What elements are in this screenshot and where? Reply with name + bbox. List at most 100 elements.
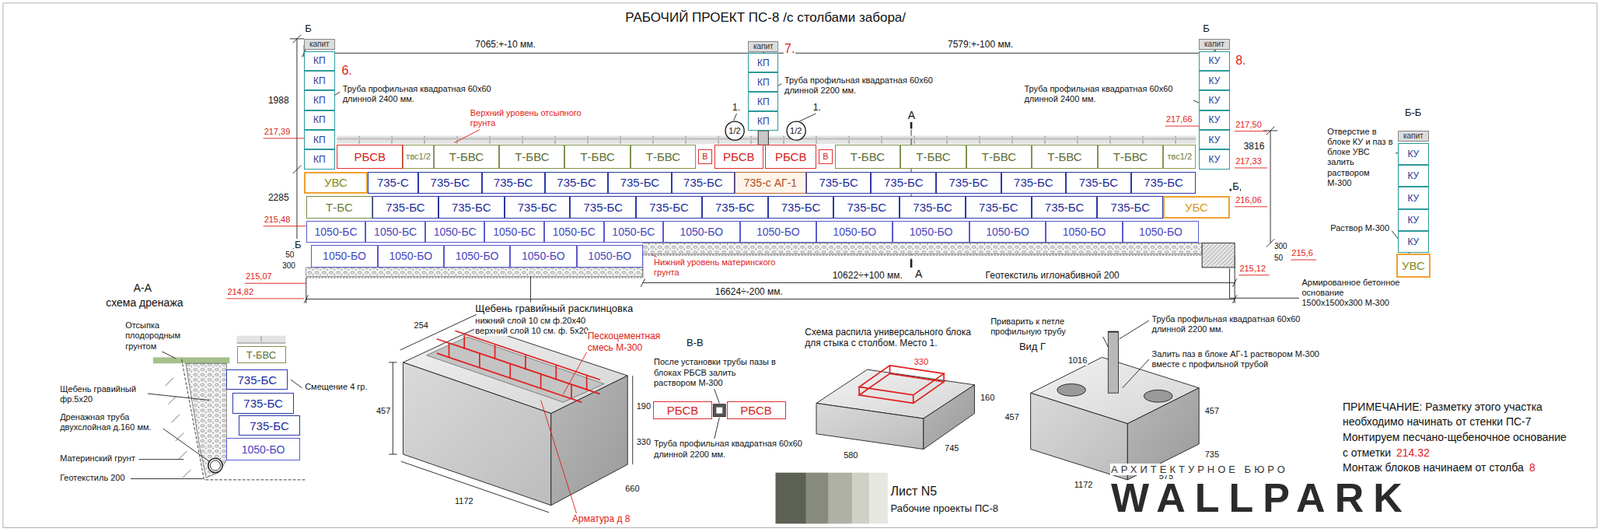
annotation: 214.32 xyxy=(1395,446,1431,460)
annotation: 735 xyxy=(1204,449,1220,460)
block-label: 735-БС xyxy=(430,176,471,189)
leader-line xyxy=(530,276,532,303)
block-label: Т-БВС xyxy=(981,150,1017,163)
post-pipe xyxy=(758,130,769,145)
top-block: Т-БВС xyxy=(433,144,500,168)
post-block: КУ xyxy=(1198,70,1230,91)
wall-block: 735-БС xyxy=(372,195,439,219)
annotation: Залить паз в блоке АГ-1 раствором М-300 … xyxy=(1151,349,1332,370)
profile-pipe xyxy=(712,404,726,417)
wall-block: 735-БС xyxy=(936,171,1002,195)
annotation: А-А xyxy=(132,281,153,295)
base-block: 1050-БО xyxy=(443,244,511,268)
block-label: 1050-БО xyxy=(521,250,566,262)
block-label: КП xyxy=(313,55,326,66)
annotation: 7579:+-100 мм. xyxy=(946,38,1014,50)
annotation: 215,07 xyxy=(244,271,273,282)
block-label: КП xyxy=(313,154,326,165)
annotation: Отверстие в блоке КУ и паз в блоке УВС з… xyxy=(1326,126,1396,189)
post-block: КУ xyxy=(1397,186,1429,209)
post-cap: капит xyxy=(303,38,335,50)
wall-block: 735-БС xyxy=(504,195,571,219)
leader-line xyxy=(541,352,587,514)
annotation: 330 xyxy=(635,436,652,448)
sheet-frame xyxy=(3,3,1597,528)
base-block: 1050-БС xyxy=(484,220,545,244)
annotation: Б-Б xyxy=(1404,106,1422,119)
block-label: КП xyxy=(757,58,770,68)
post-block: КП xyxy=(303,110,335,130)
annotation: Отсыпка плодородным грунтом xyxy=(124,320,208,352)
wall-block: 735-БС xyxy=(833,195,900,219)
annotation: Пескоцементная смесь М-300 xyxy=(586,330,671,353)
wall-block: 735-БС xyxy=(1096,195,1164,219)
elevation-mark xyxy=(226,125,1317,299)
annotation: 10622÷+100 мм. xyxy=(831,269,904,281)
annotation: 745 xyxy=(943,443,960,454)
block-label: капит xyxy=(753,42,774,51)
block-label: капит xyxy=(1204,40,1225,49)
annotation: Б xyxy=(1201,22,1211,35)
block-label: 1050-БО xyxy=(1062,226,1107,238)
wall-block: 735-БС xyxy=(806,171,872,195)
annotation: 190 xyxy=(635,401,652,412)
leader-line xyxy=(714,388,720,439)
annotation: Щебень гравийный расклинцовка xyxy=(474,302,634,315)
block-label: 735-БС xyxy=(912,201,953,214)
annotation: 330 xyxy=(913,356,930,367)
top-block: Т-БВС xyxy=(630,144,696,168)
annotation: Б xyxy=(293,238,303,252)
block-label: Т-БВС xyxy=(850,150,885,163)
base-block: 1050-БО xyxy=(892,220,969,244)
annotation: 1172 xyxy=(454,496,475,507)
block-label: Т-БВС xyxy=(514,150,549,163)
base-block: 1050-БС xyxy=(425,220,486,244)
block-label: Т-БВС xyxy=(915,150,951,163)
annotation: 1172 xyxy=(1073,479,1094,490)
block-label: КП xyxy=(313,76,326,86)
base-block: 1050-БО xyxy=(310,244,378,268)
annotation: WALLPARK xyxy=(1110,477,1413,518)
block-label: 1050-БС xyxy=(492,226,536,238)
block-label: твс1/2 xyxy=(1166,152,1192,161)
drawing-path xyxy=(436,330,601,402)
annotation: Материнский грунт xyxy=(59,453,137,464)
block-label: 1050-БО xyxy=(679,226,724,238)
wall-block: 735-БС xyxy=(635,195,703,219)
annotation: АРХИТЕКТУРНОЕ БЮРО xyxy=(1110,463,1290,476)
block-label: 735-БС xyxy=(683,176,724,189)
post-block: КП xyxy=(303,51,335,71)
annotation: Труба профильная квадратная 60х60 длинно… xyxy=(1151,314,1332,335)
wall-block: 735-БС xyxy=(899,195,966,219)
profile-pipe xyxy=(716,407,723,414)
annotation: 457 xyxy=(1204,405,1220,416)
insert-block: В xyxy=(818,149,833,165)
block-label: 1050-БО xyxy=(1138,226,1183,238)
post-block: КУ xyxy=(1198,90,1230,110)
coping-strip xyxy=(237,335,287,345)
block-label: КУ xyxy=(1208,154,1221,165)
block-label: 735-БС xyxy=(1110,201,1151,214)
block-label: 735-БС xyxy=(781,201,821,214)
wall-block: 735-БС xyxy=(418,171,482,195)
annotation: Раствор М-300 xyxy=(1329,223,1391,234)
block-label: 735-БС xyxy=(1079,176,1119,189)
base-block: 1050-БС xyxy=(544,220,605,244)
top-block: Т-БВС xyxy=(900,144,967,168)
annotation: 7. xyxy=(783,41,796,56)
block-label: 1050-БО xyxy=(756,226,800,238)
post-block: КУ xyxy=(1397,209,1429,231)
profile-pipe xyxy=(1107,331,1118,394)
annotation: с отметки xyxy=(1341,446,1392,460)
block-label: 735-с АГ-1 xyxy=(744,177,797,189)
annotation: После установки трубы пазы в блоках РБСВ… xyxy=(653,356,778,388)
annotation: Смещение 4 гр. xyxy=(303,381,368,392)
base-block: 1050-БО xyxy=(663,220,740,244)
block-label: РБСВ xyxy=(775,150,807,163)
block-label: Т-БВС xyxy=(449,150,484,163)
annotation: 50 xyxy=(1273,253,1284,263)
annotation: А xyxy=(907,108,916,123)
block-label: КУ xyxy=(1208,135,1221,145)
annotation: 2285 xyxy=(267,192,290,203)
annotation: 580 xyxy=(842,450,859,461)
